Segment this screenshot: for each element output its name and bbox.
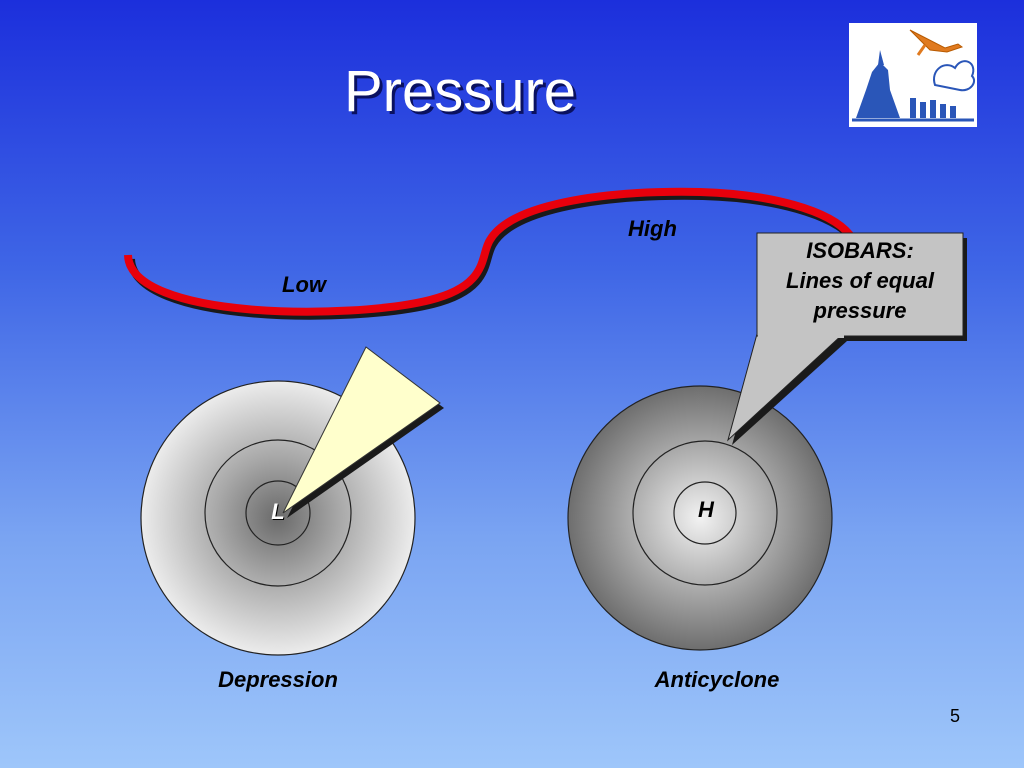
callout-line-2: Lines of equal	[786, 268, 934, 293]
anticyclone-outer-isobar	[567, 385, 833, 651]
depression-caption: Depression	[218, 667, 338, 692]
slide-title: Pressure	[343, 59, 577, 124]
depression-middle-isobar	[204, 439, 352, 587]
anticyclone-inner-isobar	[673, 481, 737, 545]
depression-inner-isobar	[245, 480, 311, 546]
anticyclone-middle-isobar	[632, 440, 778, 586]
anticyclone-center-letter: H	[698, 497, 714, 522]
anticyclone-diagram	[567, 385, 833, 651]
callout-line-3: pressure	[813, 298, 907, 323]
callout-line-1: ISOBARS:	[806, 238, 914, 263]
high-label: High	[628, 216, 677, 241]
pointer-wedge	[282, 346, 444, 518]
isobar-curve	[124, 187, 857, 320]
page-number: 5	[949, 706, 960, 726]
callout-text: ISOBARS: Lines of equal pressure	[757, 236, 963, 326]
isobars-callout	[727, 232, 967, 445]
low-label: Low	[282, 272, 326, 297]
depression-center-letter: L	[271, 499, 285, 524]
logo-graphic	[849, 23, 977, 127]
anticyclone-caption: Anticyclone	[654, 667, 780, 692]
